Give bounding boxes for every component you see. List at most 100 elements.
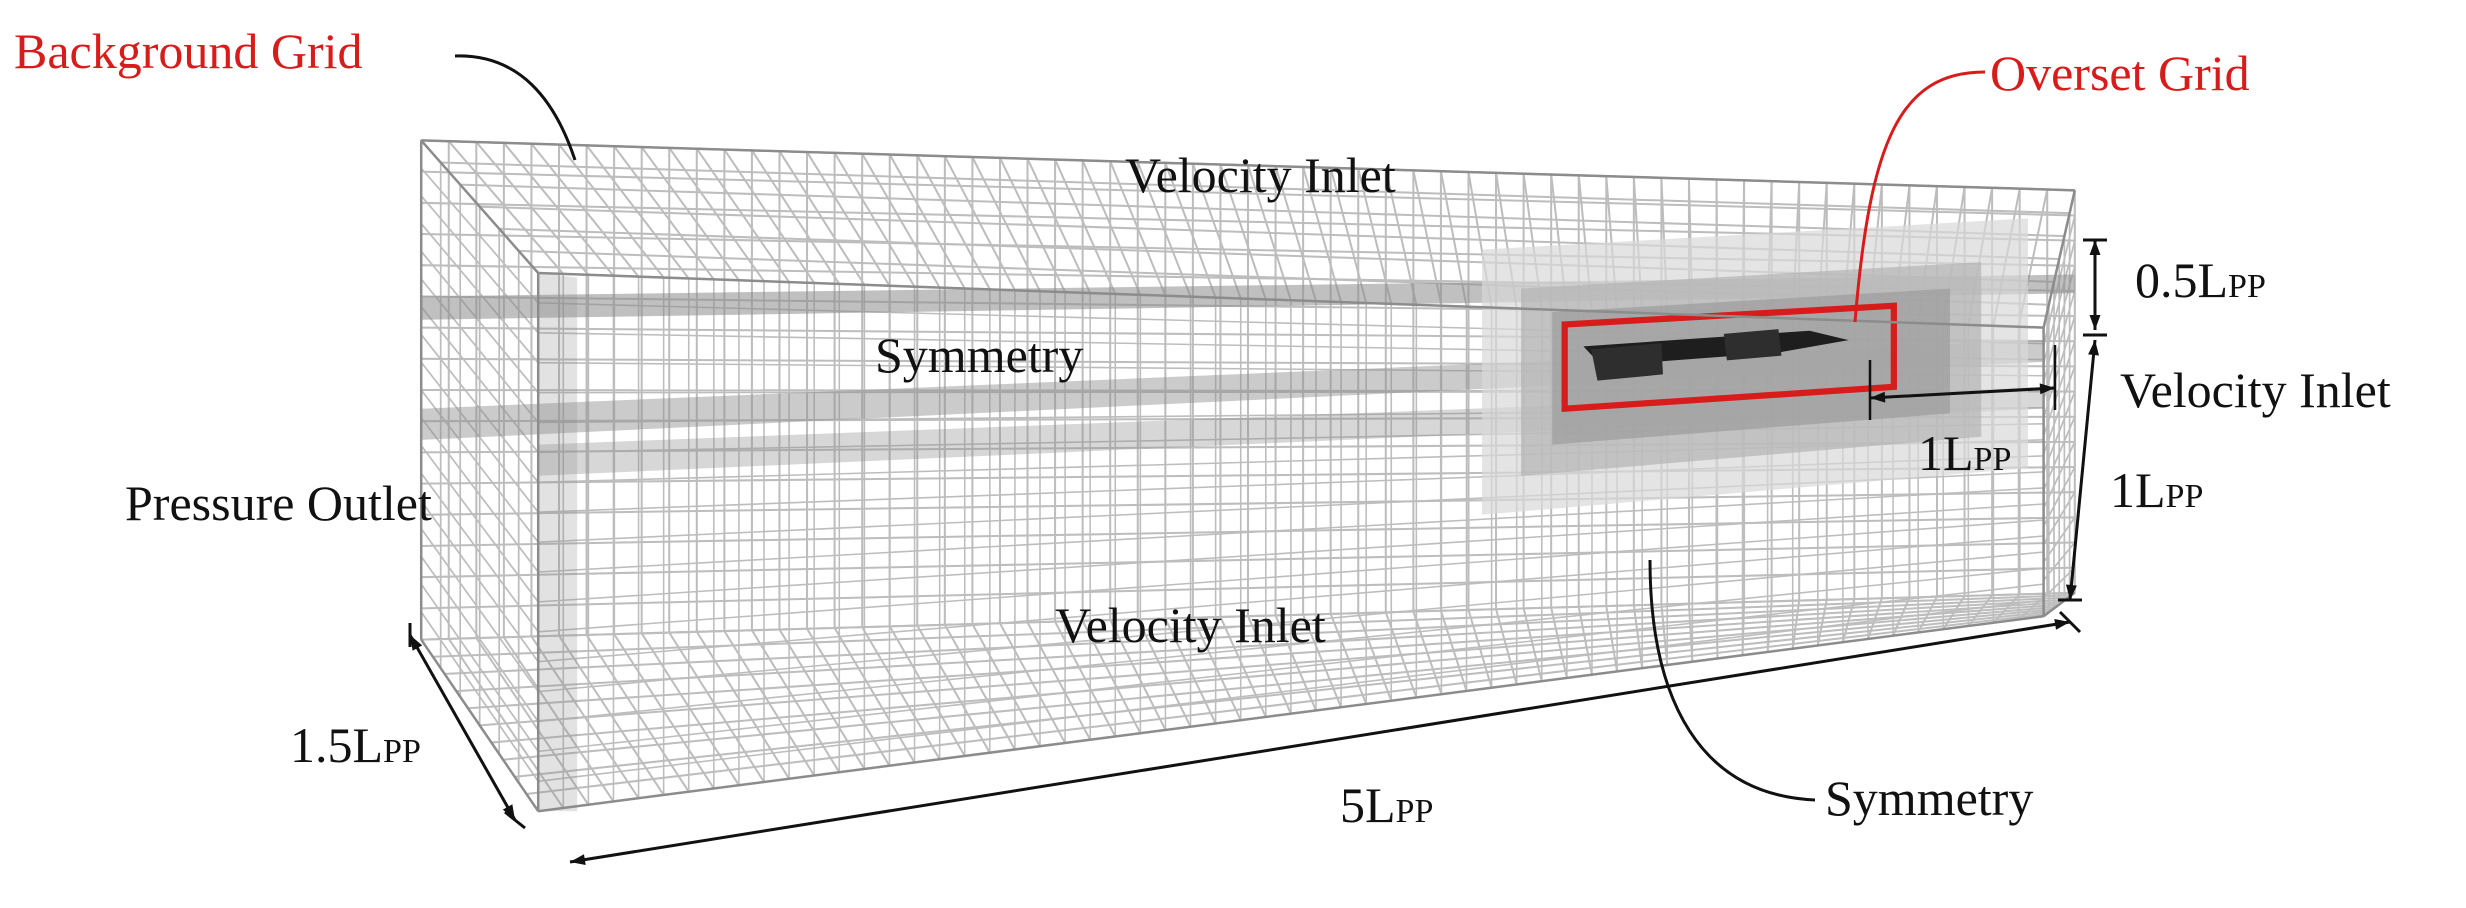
outlet-face-gridline — [420, 306, 539, 453]
side-inlet-face-gridline — [2042, 441, 2076, 509]
front-face-gridline — [538, 551, 2044, 693]
side-inlet-face-gridline — [2042, 516, 2076, 563]
symmetry-lower-label: Symmetry — [1825, 770, 2034, 826]
side-inlet-face-gridline — [2042, 466, 2076, 527]
outlet-face-gridline — [420, 500, 539, 663]
domain-edge — [538, 614, 2044, 813]
outlet-face-gridline — [420, 167, 539, 304]
domain-edges — [419, 139, 2077, 813]
floor-gridline — [514, 610, 2050, 778]
front-face-gridline — [538, 519, 2044, 633]
side-inlet-face-gridline — [2042, 240, 2076, 364]
overset-grid-outline — [1561, 302, 1897, 413]
domain-edge — [538, 271, 2044, 329]
arrow-head — [1870, 391, 1886, 403]
height-lower-subscript: PP — [2165, 478, 2204, 515]
floor-gridline — [444, 596, 2069, 675]
outlet-face-gridline — [420, 555, 539, 722]
side-inlet-face-gridline — [2042, 315, 2076, 419]
ship-hull — [1583, 329, 1849, 381]
side-inlet-face-gridline — [2042, 416, 2076, 491]
front-face-gridline — [538, 487, 2044, 573]
velocity-inlet-side-label: Velocity Inlet — [2120, 362, 2391, 418]
outlet-face-gridline — [420, 389, 539, 543]
height-lower-arrow — [2068, 339, 2097, 601]
dimension-tick — [2058, 610, 2082, 634]
width-value: 1.5L — [290, 717, 384, 773]
domain-edge — [420, 638, 540, 812]
domain-edge — [421, 139, 2075, 192]
side-inlet-face-gridline — [2042, 491, 2076, 545]
arrow-head — [410, 635, 423, 651]
height-upper-dimension: 0.5LPP — [2135, 255, 2266, 305]
height-lower-value: 1L — [2110, 462, 2166, 518]
overset-grid-label: Overset Grid — [1990, 45, 2250, 101]
floor-gridline — [456, 598, 2066, 693]
height-upper-value: 0.5L — [2135, 252, 2229, 308]
back-wall-gridline — [421, 170, 2075, 217]
domain-edge — [420, 139, 540, 274]
length-dimension: 5LPP — [1340, 780, 1433, 830]
outlet-face-gridline — [420, 223, 539, 364]
floor-gridline — [479, 603, 2060, 727]
background-grid-leader — [454, 54, 577, 161]
top-face-gridline — [440, 161, 2070, 215]
side-inlet-face-gridline — [2042, 541, 2076, 581]
top-face-gridline — [460, 183, 2065, 238]
velocity-inlet-bottom-label: Velocity Inlet — [1055, 597, 1326, 653]
front-face-gridline — [538, 583, 2044, 753]
arrow-head — [2065, 584, 2077, 600]
back-wall-gridline — [421, 491, 2075, 516]
floor-gridline — [503, 608, 2054, 761]
front-face-gridline — [538, 599, 2044, 783]
overset-length-dimension: 1LPP — [1918, 428, 2011, 478]
outlet-face-gridline — [420, 361, 539, 513]
symmetry-lower-leader — [1648, 559, 1816, 802]
symmetry-upper-label: Symmetry — [875, 327, 1084, 383]
front-face-gridline — [538, 535, 2044, 663]
overset-length-arrow — [1869, 386, 2056, 400]
height-lower-dimension: 1LPP — [2110, 465, 2203, 515]
arrow-head — [2088, 340, 2100, 356]
side-inlet-face-gridline — [2042, 366, 2076, 455]
background-grid-label: Background Grid — [14, 23, 363, 79]
hull-block-aft — [1591, 343, 1663, 381]
side-inlet-face-gridline — [2042, 290, 2076, 400]
length-subscript: PP — [1395, 793, 1434, 830]
outlet-face-gridline — [420, 528, 539, 693]
dimension-lines — [408, 54, 2107, 866]
outlet-face-gridline — [420, 250, 539, 394]
hull-block-fwd — [1723, 329, 1782, 361]
arrow-head — [570, 854, 586, 866]
width-dimension: 1.5LPP — [290, 720, 421, 770]
outlet-face-gridline — [420, 417, 539, 573]
outlet-face-gridline — [420, 472, 539, 633]
front-face-gridline — [538, 503, 2044, 603]
overset-grid-leader — [1853, 70, 1986, 323]
front-face-gridline — [538, 567, 2044, 723]
floor-gridline — [421, 591, 2075, 641]
arrow-head — [2054, 618, 2070, 630]
domain-edge — [2042, 190, 2077, 328]
length-arrow — [569, 620, 2071, 864]
length-value: 5L — [1340, 777, 1396, 833]
outlet-face-gridline — [420, 611, 539, 782]
arrow-head — [2039, 383, 2055, 395]
back-wall-gridline — [421, 541, 2075, 579]
outlet-face-gridline — [420, 444, 539, 603]
outlet-face-gridline — [420, 583, 539, 752]
pressure-outlet-label: Pressure Outlet — [125, 475, 432, 531]
overset-length-subscript: PP — [1973, 441, 2012, 478]
outlet-edge-band — [538, 273, 578, 812]
arrow-head — [2089, 314, 2101, 330]
side-inlet-face-gridline — [2042, 391, 2076, 473]
outlet-face-gridline — [420, 334, 539, 483]
arrow-head — [2089, 240, 2101, 256]
width-arrow — [408, 634, 517, 821]
velocity-inlet-top-label: Velocity Inlet — [1125, 147, 1396, 203]
height-upper-subscript: PP — [2228, 268, 2266, 305]
overset-region — [1482, 218, 2028, 515]
width-subscript: PP — [383, 733, 421, 770]
